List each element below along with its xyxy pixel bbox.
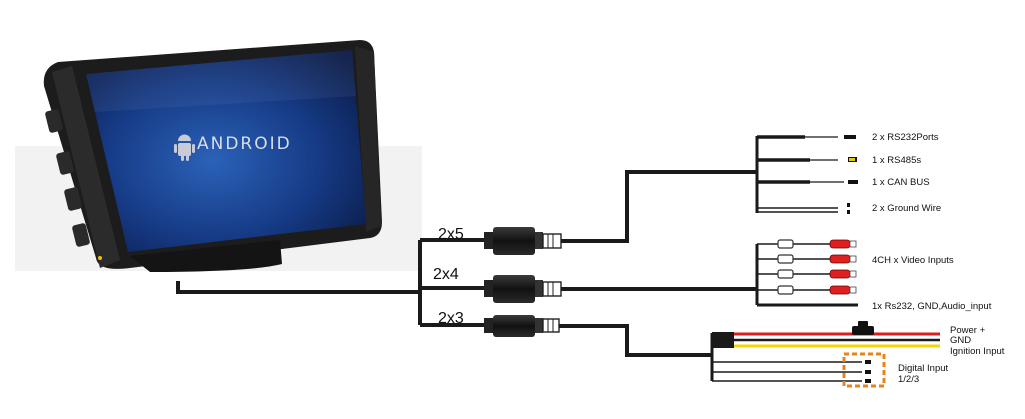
label-rs232-ports: 2 x RS232Ports <box>872 132 939 143</box>
connector-2x5 <box>484 227 562 255</box>
connector-label-2x3: 2x3 <box>438 310 464 327</box>
video-rca-connectors <box>777 239 857 295</box>
connector-2x4 <box>484 275 562 303</box>
label-ground-wire: 2 x Ground Wire <box>872 203 942 214</box>
power-wires <box>734 332 940 348</box>
label-power: Power + <box>950 325 986 336</box>
label-can-bus: 1 x CAN BUS <box>872 177 930 188</box>
label-digital-input: Digital Input <box>898 363 949 374</box>
main-cable <box>176 238 484 327</box>
label-ignition: Ignition Input <box>950 346 1005 357</box>
rca-plug-1 <box>777 239 857 249</box>
digital-input-highlight <box>842 352 886 388</box>
connector-2x3 <box>484 315 560 337</box>
branch-serial-cable <box>561 135 844 243</box>
label-rs485: 1 x RS485s <box>872 155 922 166</box>
fuse-holder-icon <box>852 321 874 335</box>
digital-input-wires <box>712 360 871 383</box>
label-gnd: GND <box>950 335 972 346</box>
rca-plug-4 <box>777 285 857 295</box>
label-digital-input-numbers: 1/2/3 <box>898 374 920 385</box>
android-tablet <box>43 40 383 272</box>
android-logo-text: ANDROID <box>197 134 292 154</box>
label-rs232-gnd-audio: 1x Rs232, GND,Audio_input <box>872 301 992 312</box>
power-junction <box>712 332 734 348</box>
connector-label-2x4: 2x4 <box>433 266 459 283</box>
tablet-screen <box>86 50 366 252</box>
connector-label-2x5: 2x5 <box>438 226 464 243</box>
rca-plug-3 <box>777 269 857 279</box>
android-robot-icon <box>174 134 195 161</box>
label-video-inputs: 4CH x Video Inputs <box>872 255 954 266</box>
branch-power-cable <box>559 324 714 381</box>
wire-terminals <box>844 135 858 214</box>
rca-plug-2 <box>777 254 857 264</box>
branch-video-cable <box>561 243 858 307</box>
